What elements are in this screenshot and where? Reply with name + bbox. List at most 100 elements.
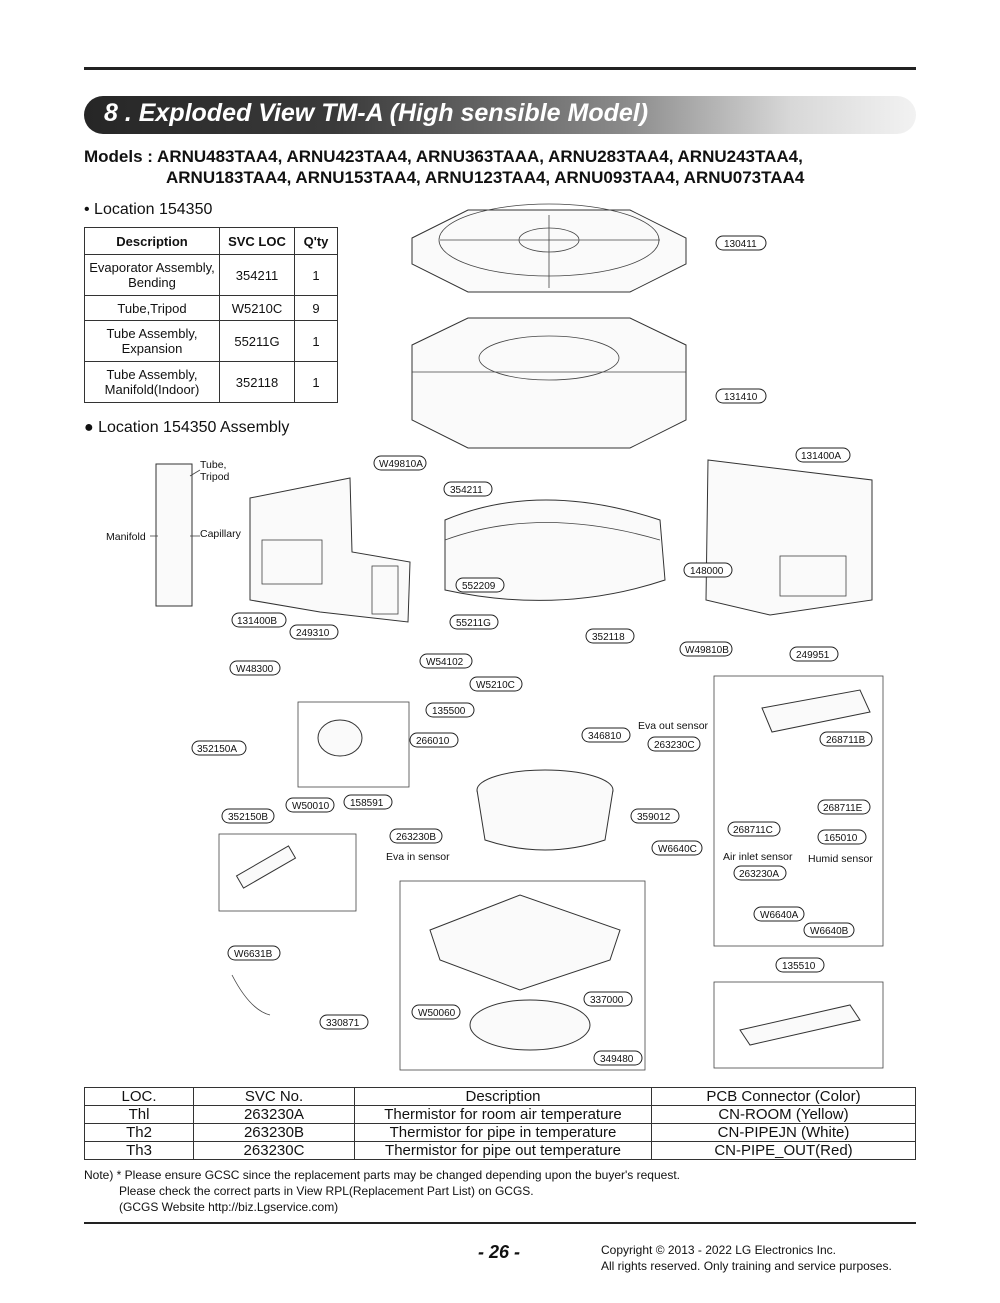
svg-text:W6640A: W6640A	[760, 910, 799, 921]
side-panel-left	[249, 477, 411, 623]
copyright-line: Copyright © 2013 - 2022 LG Electronics I…	[601, 1243, 836, 1257]
table-cell: Thermistor for room air temperature	[354, 1105, 652, 1124]
svg-text:W6640B: W6640B	[810, 926, 849, 937]
column-header: Description	[84, 227, 220, 255]
svg-text:131400A: 131400A	[801, 451, 841, 462]
part-callout: W6640C	[651, 840, 703, 856]
qty-cell: 1	[294, 320, 338, 362]
drain-hose-box	[218, 833, 357, 912]
part-callout: W6640B	[803, 922, 855, 938]
section-title: 8 . Exploded View TM-A (High sensible Mo…	[104, 99, 649, 127]
copyright-notice: Copyright © 2013 - 2022 LG Electronics I…	[601, 1242, 892, 1274]
part-callout: 268711C	[727, 821, 781, 837]
part-callout: 158591	[343, 794, 393, 810]
models-line-2: ARNU183TAA4, ARNU153TAA4, ARNU123TAA4, A…	[166, 168, 805, 187]
table-header-row: Description SVC LOC Q'ty	[84, 227, 338, 255]
part-callout: 268711B	[819, 731, 873, 747]
table-row: Tube,Tripod W5210C 9	[84, 295, 338, 321]
part-callout: 135510	[775, 957, 825, 973]
part-callout: W6631B	[227, 945, 281, 961]
tube-tripod-label: Tube,	[200, 459, 226, 471]
table-cell: 263230C	[193, 1141, 355, 1160]
svc-loc-cell: W5210C	[219, 295, 295, 321]
part-callout: 263230B	[389, 828, 443, 844]
svg-text:268711C: 268711C	[733, 825, 773, 836]
drain-pan	[411, 317, 687, 449]
svg-text:263230C: 263230C	[654, 740, 695, 751]
part-callout: 165010	[817, 829, 867, 845]
svg-text:552209: 552209	[462, 581, 496, 592]
part-callout: 359012	[630, 808, 680, 824]
table-cell: 263230A	[193, 1105, 355, 1124]
svg-text:249951: 249951	[796, 650, 830, 661]
part-callout: W54102	[419, 653, 473, 669]
svg-text:W49810A: W49810A	[379, 459, 423, 470]
table-cell: Th2	[84, 1123, 194, 1142]
part-callout: 354211	[443, 481, 493, 497]
svg-text:135500: 135500	[432, 706, 466, 717]
svg-text:346810: 346810	[588, 731, 622, 742]
display-pcb-box	[713, 981, 884, 1069]
svg-text:W48300: W48300	[236, 664, 274, 675]
manifold-assembly	[150, 463, 201, 607]
svg-text:135510: 135510	[782, 961, 816, 972]
table-row: Thl 263230A Thermistor for room air temp…	[84, 1105, 916, 1124]
fan-motor-box	[297, 701, 410, 788]
part-callout: 337000	[583, 991, 633, 1007]
location-heading: • Location 154350	[84, 201, 213, 218]
eva-out-sensor-label: Eva out sensor	[638, 720, 709, 732]
svg-text:349480: 349480	[600, 1054, 634, 1065]
column-header: PCB Connector (Color)	[651, 1087, 916, 1106]
part-callout: 131410	[715, 388, 767, 404]
part-callout: 130411	[715, 235, 767, 251]
models-line-1: Models : ARNU483TAA4, ARNU423TAA4, ARNU3…	[84, 147, 803, 166]
top-grille-panel	[411, 203, 687, 293]
svg-text:330871: 330871	[326, 1018, 360, 1029]
part-callout: 263230C	[647, 736, 701, 752]
air-inlet-sensor-label: Air inlet sensor	[723, 851, 793, 863]
svg-text:268711E: 268711E	[823, 803, 863, 814]
qty-cell: 1	[294, 361, 338, 403]
svg-text:W54102: W54102	[426, 657, 464, 668]
assembly-heading: ● Location 154350 Assembly	[84, 419, 290, 436]
svg-text:266010: 266010	[416, 736, 450, 747]
svg-text:337000: 337000	[590, 995, 624, 1006]
page-number: - 26 -	[478, 1242, 521, 1262]
part-callout: 135500	[425, 702, 475, 718]
table-header-row: LOC. SVC No. Description PCB Connector (…	[84, 1087, 916, 1106]
part-callout: W48300	[229, 660, 281, 676]
part-callout: 263230A	[733, 865, 787, 881]
note-block: Note) * Please ensure GCSC since the rep…	[84, 1167, 680, 1215]
column-header: LOC.	[84, 1087, 194, 1106]
svg-text:352118: 352118	[592, 632, 625, 643]
location-table: Description SVC LOC Q'ty Evaporator Asse…	[84, 227, 338, 403]
qty-cell: 1	[294, 254, 338, 296]
part-callout: 268711E	[817, 799, 871, 815]
svg-text:W5210C: W5210C	[476, 680, 515, 691]
note-line: Please check the correct parts in View R…	[119, 1184, 534, 1198]
side-panel-right	[705, 459, 873, 616]
table-cell: Th3	[84, 1141, 194, 1160]
svg-text:354211: 354211	[450, 485, 483, 496]
svg-text:263230A: 263230A	[739, 869, 779, 880]
part-callout: W50010	[285, 797, 335, 813]
svg-text:263230B: 263230B	[396, 832, 436, 843]
svg-text:W6631B: W6631B	[234, 949, 273, 960]
column-header: SVC No.	[193, 1087, 355, 1106]
thermistor-table: LOC. SVC No. Description PCB Connector (…	[84, 1087, 916, 1160]
part-callout: 131400A	[795, 447, 851, 463]
evaporator-coil	[444, 499, 666, 601]
svg-text:249310: 249310	[296, 628, 330, 639]
svg-text:352150A: 352150A	[197, 744, 237, 755]
svg-text:148000: 148000	[690, 566, 724, 577]
note-line: (GCGS Website http://biz.Lgservice.com)	[119, 1200, 339, 1214]
svg-text:55211G: 55211G	[456, 618, 491, 629]
part-callout: 249310	[289, 624, 339, 640]
table-row: Tube Assembly,Expansion 55211G 1	[84, 320, 338, 362]
part-callout: 148000	[683, 562, 733, 578]
part-callout: 346810	[581, 727, 631, 743]
svg-text:131400B: 131400B	[237, 616, 277, 627]
base-frame-box	[399, 880, 646, 1071]
capillary-label: Capillary	[200, 528, 242, 540]
